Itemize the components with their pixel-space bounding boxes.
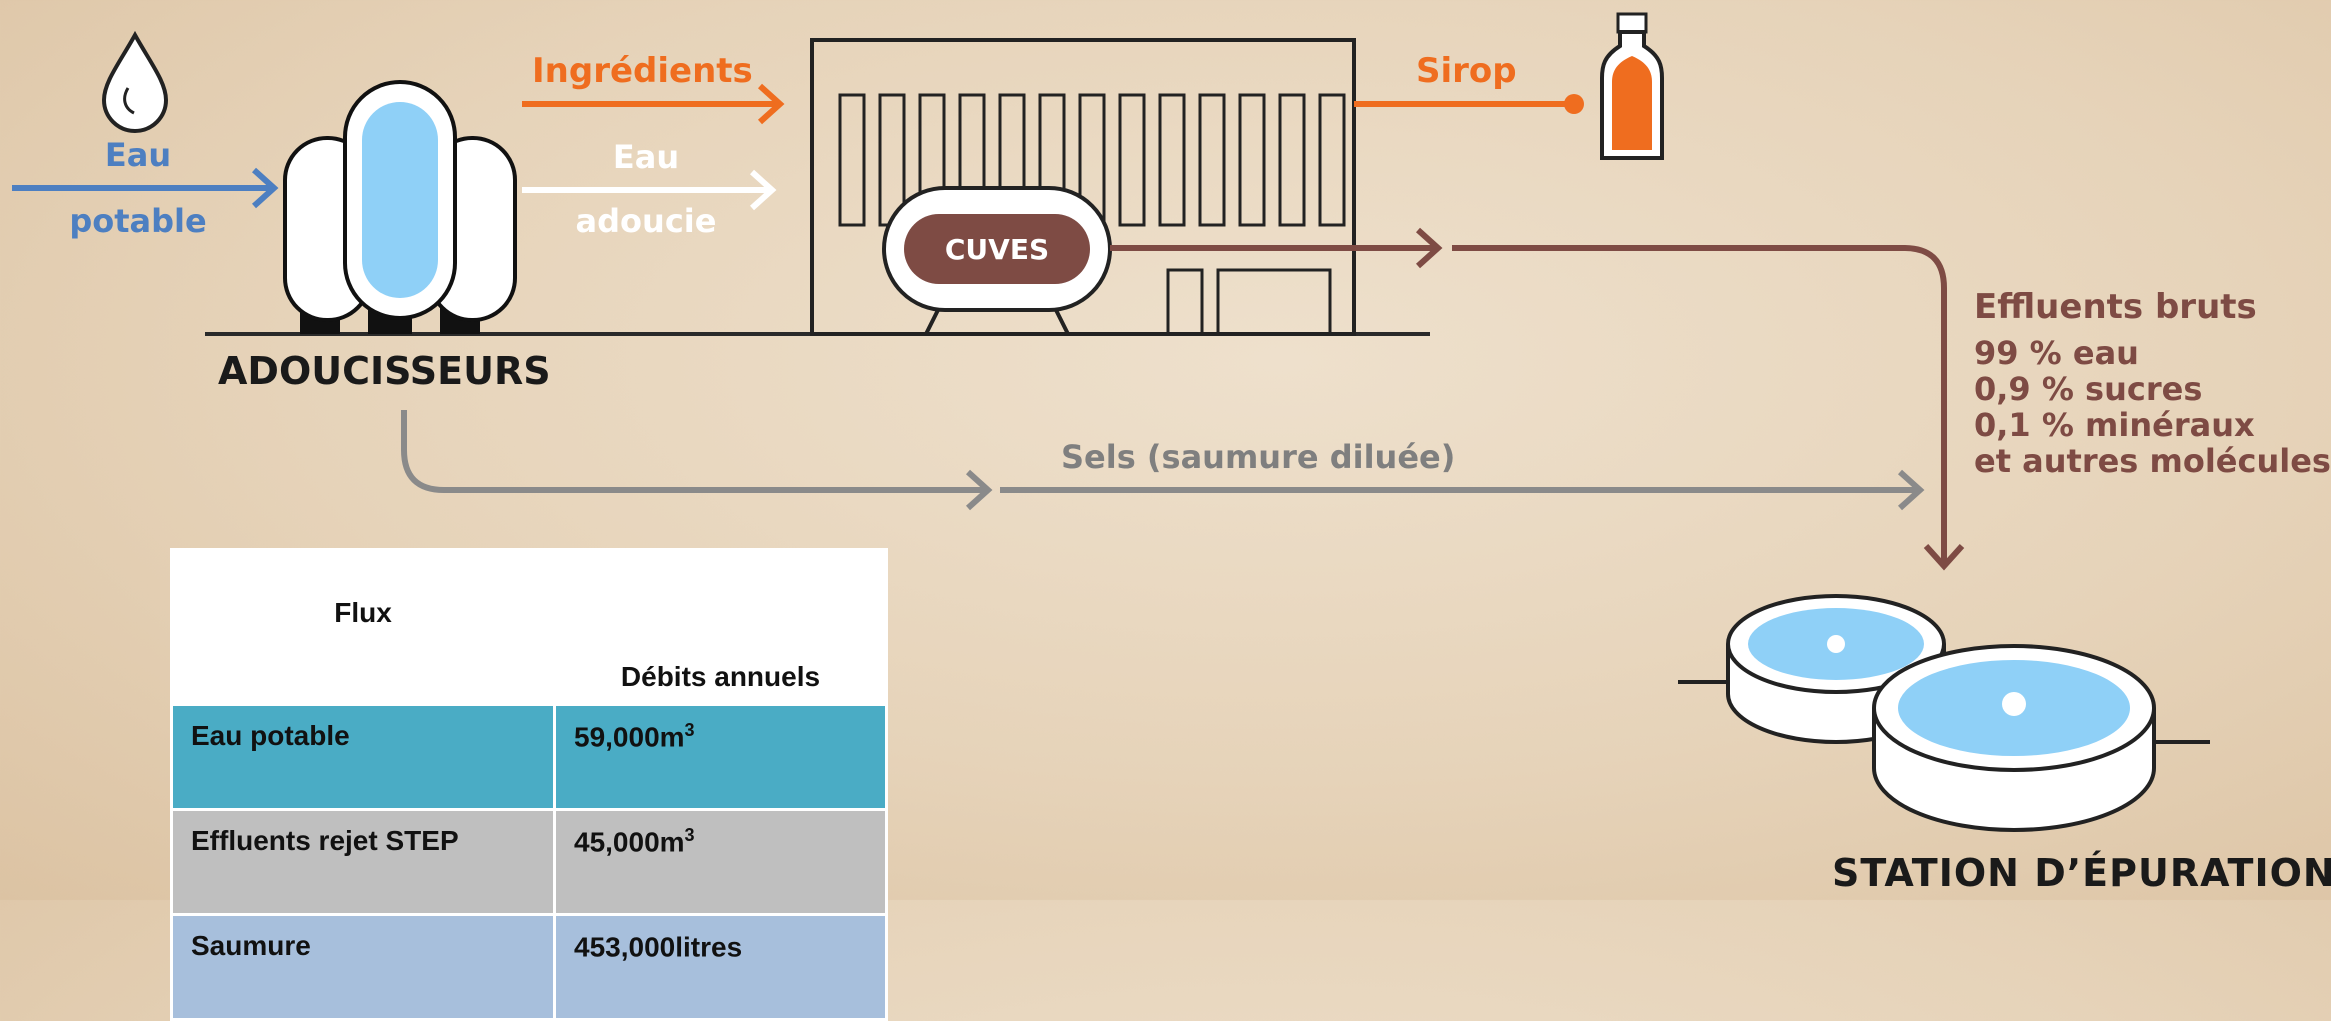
table-row: Eau potable 59,000m3 — [170, 703, 888, 811]
effluents-line-2: 0,9 % sucres — [1974, 370, 2202, 408]
treatment-basins-icon — [1678, 594, 2210, 832]
factory-icon — [810, 38, 1356, 336]
effluents-line-4: et autres molécules — [1974, 442, 2331, 480]
row-value: 45,000m3 — [553, 808, 888, 916]
eau-adoucie-arrow — [522, 169, 777, 211]
adoucisseurs-label: ADOUCISSEURS — [218, 349, 551, 393]
ingredients-label: Ingrédients — [532, 51, 753, 91]
cuves-label: CUVES — [945, 233, 1049, 266]
row-flux: Eau potable — [170, 703, 556, 811]
effluents-line-1: 99 % eau — [1974, 334, 2139, 372]
effluents-line-3: 0,1 % minéraux — [1974, 406, 2255, 444]
eau-potable-arrow — [12, 167, 279, 209]
header-debits: Débits annuels — [553, 548, 888, 706]
sirop-label: Sirop — [1416, 51, 1517, 91]
cuves-tank-icon — [882, 186, 1112, 335]
process-diagram: Eau potable ADOUCISSEURS Ingrédients Eau… — [12, 12, 2331, 895]
flux-table: Flux Débits annuels Eau potable 59,000m3… — [170, 548, 888, 1021]
ingredients-arrow — [522, 83, 785, 125]
effluents-arrow — [1110, 227, 1965, 571]
station-label: STATION D’ÉPURATION — [1832, 851, 2331, 895]
row-value: 453,000litres — [553, 913, 888, 1021]
row-flux: Effluents rejet STEP — [170, 808, 556, 916]
water-drop-icon — [101, 30, 169, 133]
header-flux: Flux — [170, 548, 556, 706]
softener-tanks-icon — [283, 80, 517, 334]
eau-adoucie-label-1: Eau — [613, 138, 679, 176]
eau-adoucie-label-2: adoucie — [576, 202, 717, 240]
eau-potable-label-1: Eau — [105, 136, 171, 174]
table-header-row: Flux Débits annuels — [170, 548, 888, 706]
bottle-icon — [1600, 12, 1664, 160]
effluents-title: Effluents bruts — [1974, 287, 2257, 327]
table-row: Effluents rejet STEP 45,000m3 — [170, 808, 888, 916]
row-value: 59,000m3 — [553, 703, 888, 811]
sels-label: Sels (saumure diluée) — [1061, 438, 1455, 476]
row-flux: Saumure — [170, 913, 556, 1021]
eau-potable-label-2: potable — [69, 202, 206, 240]
sels-arrow — [401, 410, 1925, 511]
sirop-arrow — [1354, 94, 1584, 114]
table-row: Saumure 453,000litres — [170, 913, 888, 1021]
